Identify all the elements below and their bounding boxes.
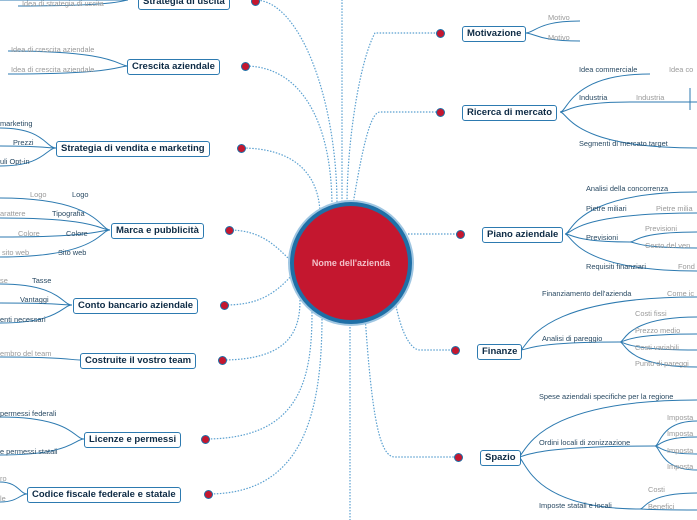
growth-idea-2[interactable]: Idea di crescita aziendale [11,65,95,74]
branch-bank-account[interactable]: Conto bancario aziendale [73,298,199,314]
branch-finances[interactable]: Finanze [477,344,523,360]
funds-sub[interactable]: Fond [678,262,695,271]
branch-space[interactable]: Spazio [480,450,521,466]
motivation-reason-2[interactable]: Motivo [548,33,570,42]
branch-tax-code-connector-dot[interactable] [204,490,213,499]
branch-business-growth[interactable]: Crescita aziendale [127,59,220,75]
bank-requirements-item[interactable]: enti necessari [0,315,46,324]
branch-exit-strategy-connector-dot[interactable] [251,0,260,6]
fixed-costs-sub[interactable]: Costi fissi [635,309,667,318]
brand-typography-sub[interactable]: arattere [0,209,26,218]
tax-code-item-1[interactable]: ro [0,474,7,483]
industry-sub[interactable]: Industria [636,93,665,102]
tax-code-item-2[interactable]: le [0,494,6,503]
branch-motivation[interactable]: Motivazione [462,26,527,42]
regional-expenses-item[interactable]: Spese aziendali specifiche per la region… [539,392,674,401]
tax-sub-1[interactable]: Imposta [667,413,694,422]
federal-permits-item[interactable]: permessi federali [0,409,57,418]
branch-brand-advertising[interactable]: Marca e pubblicità [111,223,204,239]
growth-idea-1[interactable]: Idea di crescita aziendale [11,45,95,54]
branch-exit-strategy[interactable]: Strategia di uscita [138,0,230,10]
financial-requirements-item[interactable]: Requisiti finanziari [586,262,646,271]
company-funding-item[interactable]: Finanziamento dell'azienda [542,289,632,298]
break-even-point-sub[interactable]: Punto di pareggi [635,359,689,368]
brand-logo-sub[interactable]: Logo [30,190,47,199]
variable-costs-sub[interactable]: Costi variabili [635,343,679,352]
motivation-reason-1[interactable]: Motivo [548,13,570,22]
zoning-orders-item[interactable]: Ordini locali di zonizzazione [539,438,631,447]
branch-tax-code[interactable]: Codice fiscale federale e statale [27,487,181,503]
branch-business-growth-connector-dot[interactable] [241,62,250,71]
central-topic-label: Nome dell'azienda [311,258,391,268]
brand-color-sub[interactable]: Colore [18,229,40,238]
bank-taxes-item[interactable]: Tasse [32,276,52,285]
benefits-sub[interactable]: Benefici [648,502,675,511]
average-price-sub[interactable]: Prezzo medio [635,326,681,335]
branch-sales-marketing-connector-dot[interactable] [237,144,246,153]
sales-optin-item[interactable]: uli Opt-in [0,157,30,166]
branch-licenses-permits-connector-dot[interactable] [201,435,210,444]
brand-typography-item[interactable]: Tipografia [52,209,85,218]
exit-strategy-idea[interactable]: Idea di strategia di uscita [22,0,104,8]
brand-website-item[interactable]: Sito web [58,248,87,257]
target-segments-item[interactable]: Segmenti di mercato target [579,139,668,148]
sales-marketing-item[interactable]: marketing [0,119,33,128]
branch-sales-marketing[interactable]: Strategia di vendita e marketing [56,141,210,157]
tax-sub-2[interactable]: Imposta [667,429,694,438]
branch-licenses-permits[interactable]: Licenze e permessi [84,432,182,448]
costs-sub[interactable]: Costi [648,485,665,494]
tax-sub-3[interactable]: Imposta [667,446,694,455]
state-permits-item[interactable]: e permessi statali [0,447,58,456]
state-local-taxes-item[interactable]: Imposte statali e locali [539,501,612,510]
branch-business-plan-connector-dot[interactable] [456,230,465,239]
branch-brand-advertising-connector-dot[interactable] [225,226,234,235]
tax-sub-4[interactable]: Imposta [667,462,694,471]
company-funding-sub[interactable]: Come ic [667,289,695,298]
branch-build-team-connector-dot[interactable] [218,356,227,365]
branch-finances-connector-dot[interactable] [451,346,460,355]
competition-analysis-item[interactable]: Analisi della concorrenza [586,184,669,193]
cost-of-sales-sub[interactable]: Costo del ven [645,241,691,250]
team-member-item[interactable]: embro del team [0,349,52,358]
brand-color-item[interactable]: Colore [66,229,88,238]
brand-logo-item[interactable]: Logo [72,190,89,199]
business-idea-sub[interactable]: Idea co [669,65,694,74]
branch-space-connector-dot[interactable] [454,453,463,462]
branch-motivation-connector-dot[interactable] [436,29,445,38]
break-even-analysis-item[interactable]: Analisi di pareggio [542,334,603,343]
forecasts-item[interactable]: Previsioni [586,233,619,242]
industry-item[interactable]: Industria [579,93,608,102]
business-idea-item[interactable]: Idea commerciale [579,65,638,74]
sales-prices-item[interactable]: Prezzi [13,138,34,147]
brand-website-sub[interactable]: sito web [2,248,30,257]
bank-taxes-sub[interactable]: se [0,276,8,285]
branch-build-team[interactable]: Costruite il vostro team [80,353,197,369]
branch-business-plan[interactable]: Piano aziendale [482,227,564,243]
forecasts-sub[interactable]: Previsioni [645,224,678,233]
milestones-sub[interactable]: Pietre milia [656,204,693,213]
bank-benefits-item[interactable]: Vantaggi [20,295,49,304]
branch-market-research[interactable]: Ricerca di mercato [462,105,558,121]
milestones-item[interactable]: Pietre miliari [586,204,627,213]
branch-bank-account-connector-dot[interactable] [220,301,229,310]
central-topic[interactable]: Nome dell'azienda [290,202,412,324]
branch-market-research-connector-dot[interactable] [436,108,445,117]
